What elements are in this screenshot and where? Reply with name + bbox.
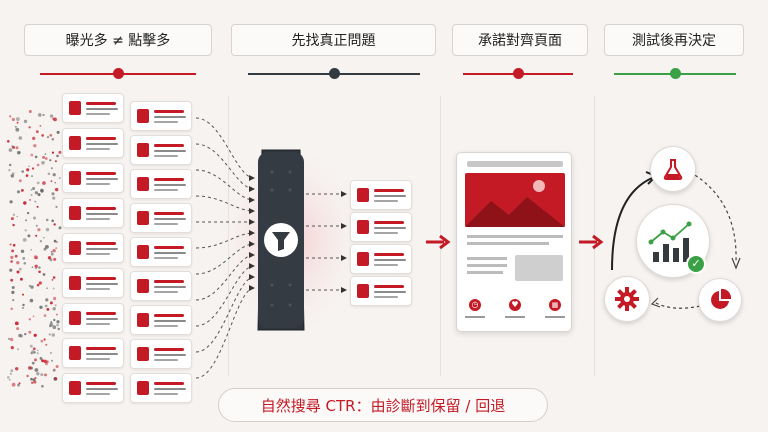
check-icon: ✓ (686, 254, 706, 274)
pie-chart-icon (708, 288, 732, 312)
footer-summary: 自然搜尋 CTR：由診斷到保留 / 回退 (218, 388, 548, 422)
flask-icon (661, 157, 685, 181)
report-node (698, 278, 742, 322)
gear-icon (614, 286, 640, 312)
experiment-node (650, 146, 696, 192)
settings-node (604, 276, 650, 322)
